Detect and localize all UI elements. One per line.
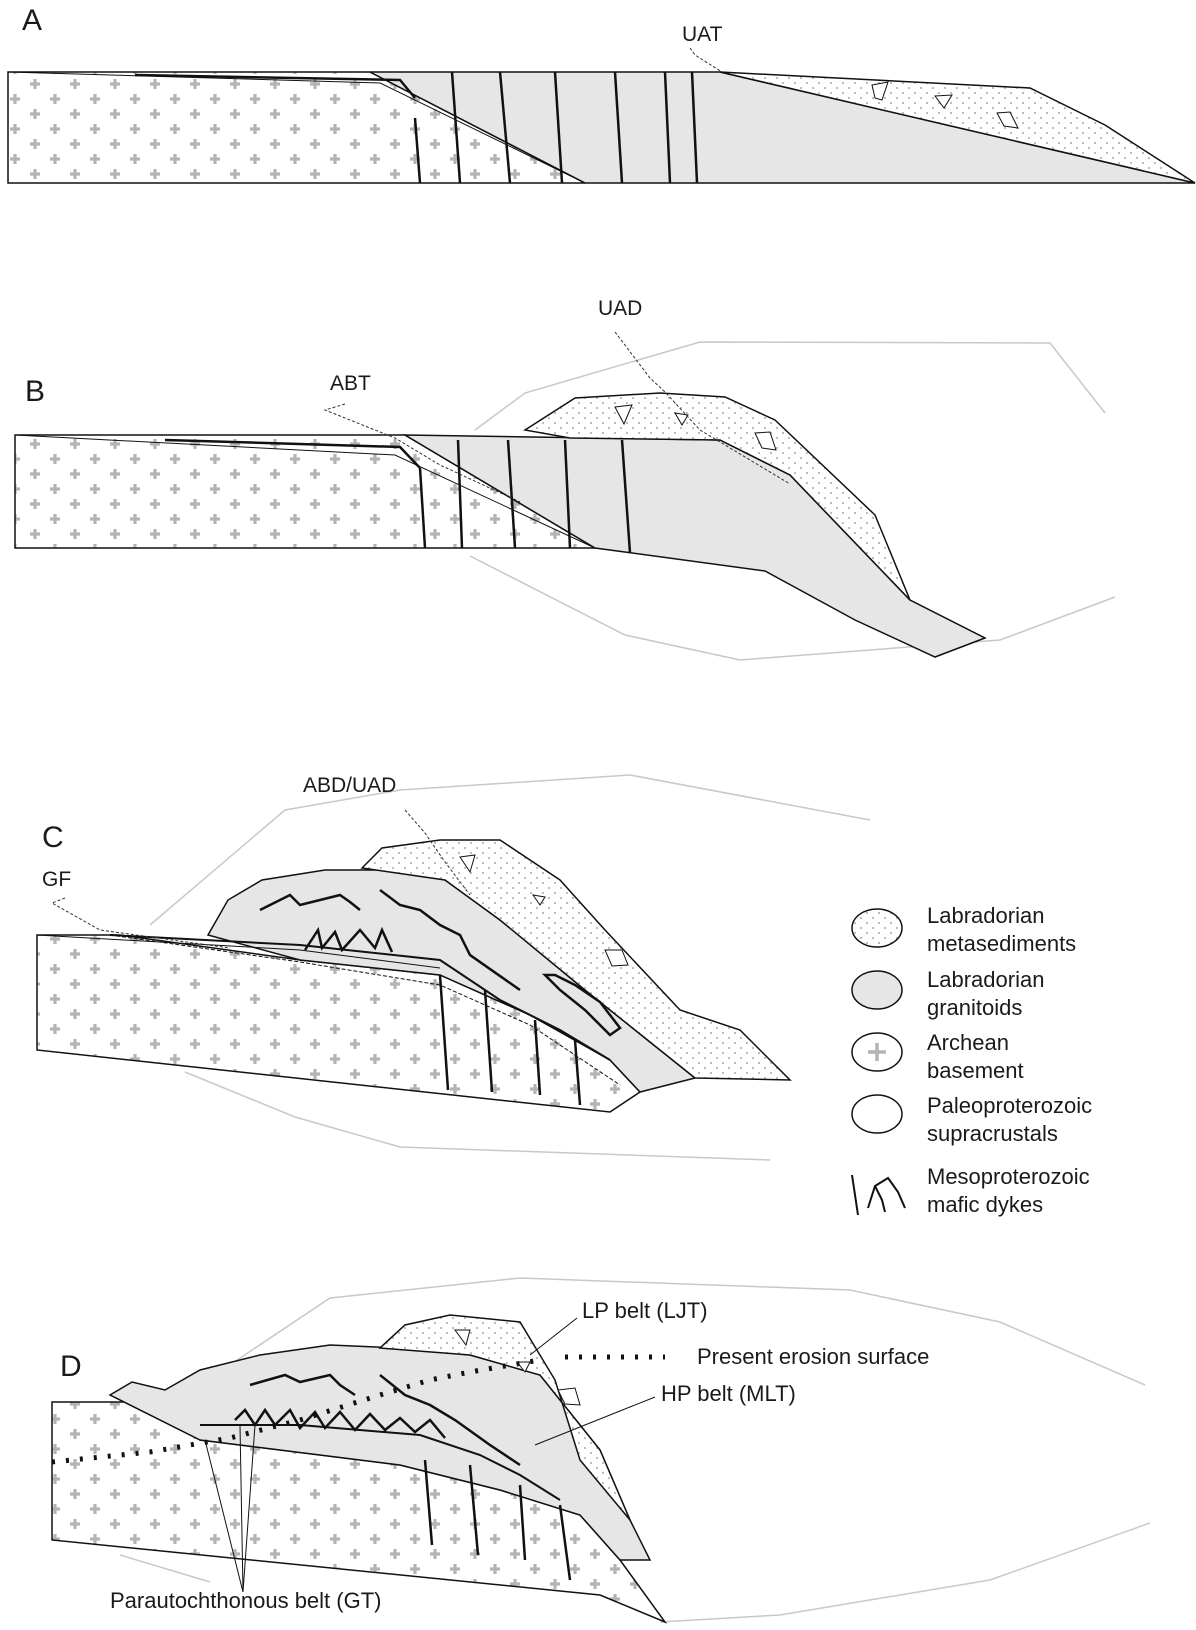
legend-item-basement: Archean basement [852,1030,1024,1083]
panel-d-hp-label: HP belt (MLT) [661,1381,796,1406]
panel-c: C ABD/UAD GF [37,774,870,1160]
legend-label-1b: metasediments [927,931,1076,956]
legend-label-5a: Mesoproterozoic [927,1164,1090,1189]
legend-label-1a: Labradorian [927,903,1044,928]
dyke-symbol-icon [852,1175,905,1215]
panel-c-gf-label: GF [42,868,71,891]
legend-label-2a: Labradorian [927,967,1044,992]
gray-ellipse-swatch [852,971,902,1009]
legend-item-granitoids: Labradorian granitoids [852,967,1044,1020]
panel-d-erosion-label: Present erosion surface [697,1344,929,1369]
panel-a-uat-leader [690,48,722,72]
panel-a-letter: A [22,4,42,37]
legend-label-3a: Archean [927,1030,1009,1055]
legend: Labradorian metasediments Labradorian gr… [852,903,1092,1217]
panel-d: D Present erosion surface LP belt (LJT) … [52,1278,1150,1622]
legend-label-2b: granitoids [927,995,1022,1020]
legend-label-4a: Paleoproterozoic [927,1093,1092,1118]
white-ellipse-swatch [852,1095,902,1133]
panel-a-uat-label: UAT [682,23,723,46]
panel-b-uad-label: UAD [598,297,642,320]
legend-label-4b: supracrustals [927,1121,1058,1146]
panel-d-letter: D [60,1350,82,1383]
legend-item-supracrustals: Paleoproterozoic supracrustals [852,1093,1092,1146]
legend-item-dykes: Mesoproterozoic mafic dykes [852,1164,1090,1217]
legend-label-3b: basement [927,1058,1024,1083]
panel-d-lp-leader [530,1318,577,1355]
panel-c-letter: C [42,821,64,854]
panel-a: A UAT [8,4,1195,183]
panel-b: B UAD ABT [15,297,1115,660]
legend-label-5b: mafic dykes [927,1192,1043,1217]
panel-d-gt-label: Parautochthonous belt (GT) [110,1588,381,1613]
panel-d-ghost-bottom-right [660,1523,1150,1622]
dotted-ellipse-swatch [852,909,902,947]
panel-c-abd-label: ABD/UAD [303,774,396,797]
panel-b-letter: B [25,375,45,408]
panel-b-abt-label: ABT [330,372,371,395]
panel-d-ghost-bottom-left [120,1555,210,1582]
legend-item-metasediments: Labradorian metasediments [852,903,1076,956]
panel-d-lp-label: LP belt (LJT) [582,1298,708,1323]
